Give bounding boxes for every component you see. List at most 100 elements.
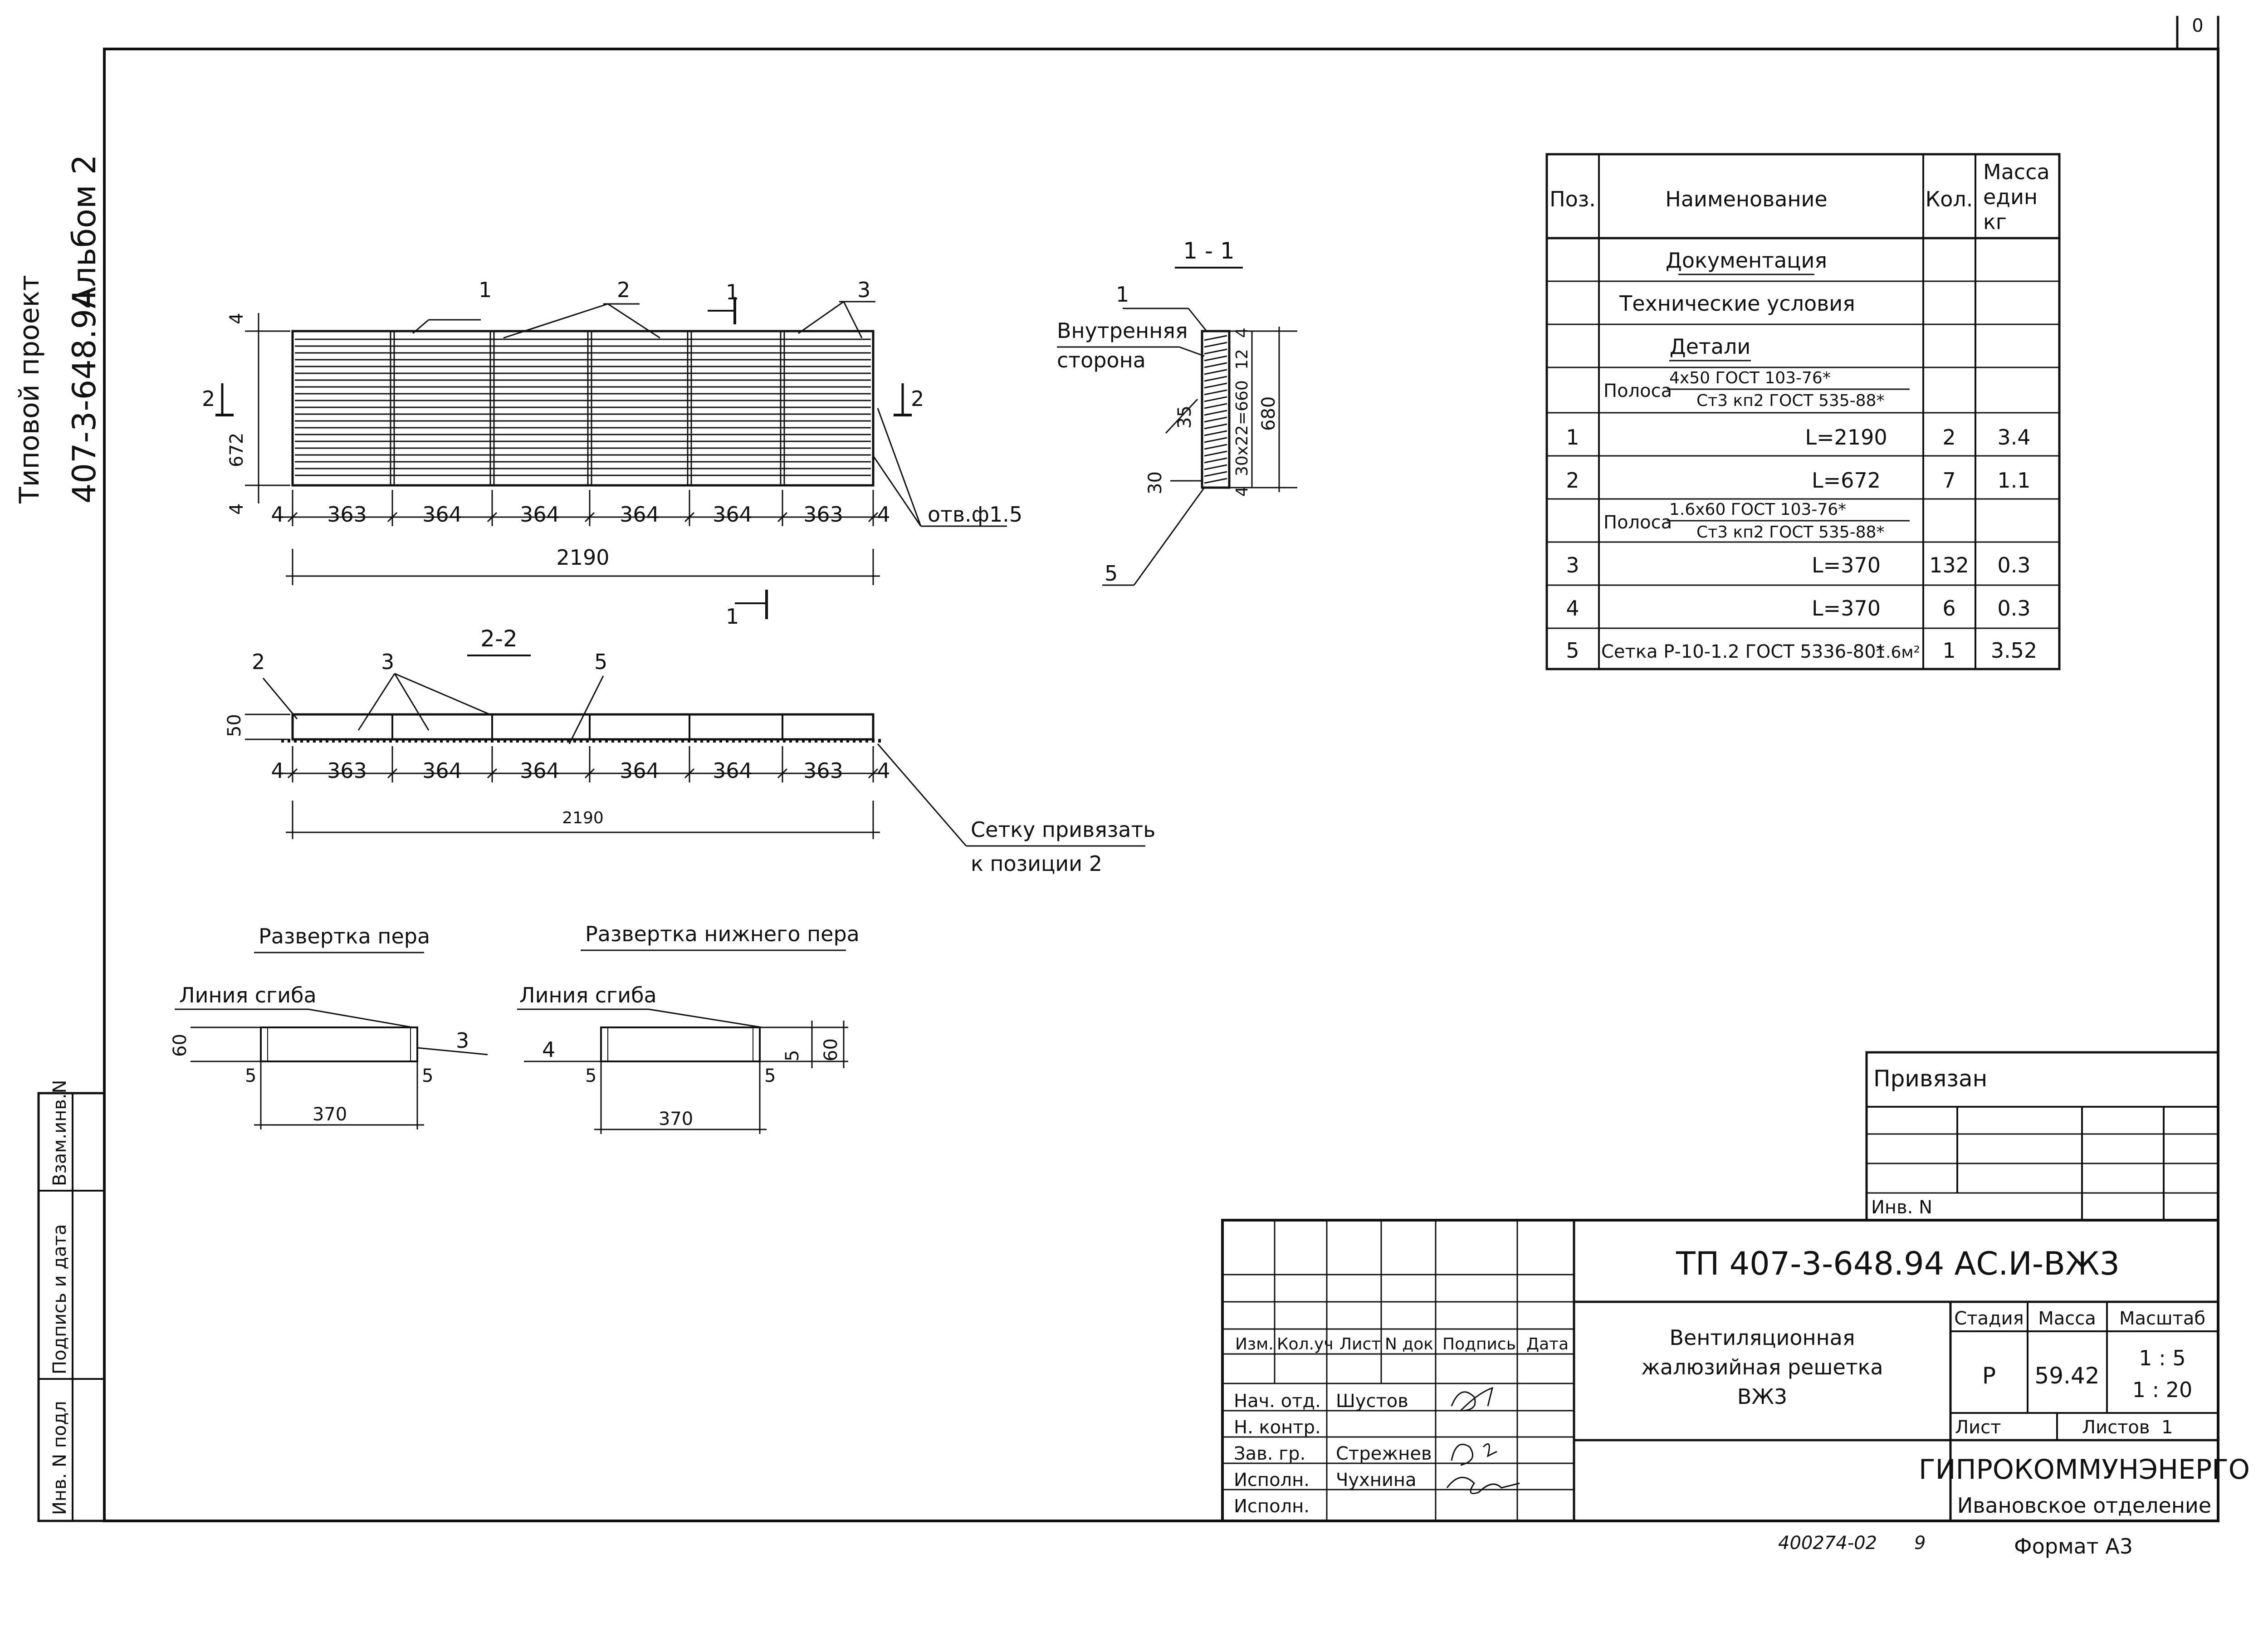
tb-mass: 59.42 xyxy=(2034,1363,2099,1389)
plan-dim-edge-bottom: 4 xyxy=(226,503,247,515)
footer-sheet: 9 xyxy=(1914,1533,1926,1554)
margin-album: Альбом 2 xyxy=(66,155,103,308)
signature-chukhnina xyxy=(1446,1476,1520,1494)
section-2-2-note-1: Сетку привязать xyxy=(971,817,1155,842)
plan-dim-bay: 364 xyxy=(520,502,560,527)
section-1-1-callout-5: 5 xyxy=(1105,561,1118,586)
section-1-1-body xyxy=(1201,330,1231,489)
signature-shustov xyxy=(1451,1387,1494,1412)
plan-section-1-top: 1 xyxy=(726,280,739,304)
unfold-lower-blade-bend-line: Линия сгиба xyxy=(519,983,657,1007)
spec-row-5-qty: 1 xyxy=(1942,638,1955,663)
section-2-2-bay: 364 xyxy=(713,758,753,783)
plan-dim-total: 2190 xyxy=(556,545,609,570)
spec-row-4-pos: 4 xyxy=(1566,596,1579,621)
unfold-blade-side-left: 5 xyxy=(245,1065,256,1086)
section-1-1-dim-4-top: 4 xyxy=(1233,327,1251,338)
section-1-1-dim-4-bottom: 4 xyxy=(1233,486,1251,497)
section-1-1-blade xyxy=(1204,355,1227,362)
tb-col-n-dok: N док xyxy=(1385,1335,1433,1354)
tb-scale-2: 1 : 20 xyxy=(2132,1378,2193,1402)
plan-dim-bay: 363 xyxy=(803,502,843,527)
tb-title-1: Вентиляционная xyxy=(1669,1325,1855,1350)
spec-header-mass-3: кг xyxy=(1983,210,2007,234)
section-1-1-blade xyxy=(1204,403,1227,409)
tb-role-2: Н. контр. xyxy=(1234,1417,1321,1438)
spec-header-qty: Кол. xyxy=(1926,187,1973,211)
top-corner-mark: 0 xyxy=(2192,15,2203,36)
margin-project-label: Типовой проект 407-3-648.94 Альбом 2 xyxy=(14,155,103,504)
spec-material-2-prefix: Полоса xyxy=(1603,512,1672,533)
tb-stage-label: Стадия xyxy=(1954,1308,2024,1329)
section-2-2-posts xyxy=(391,714,783,739)
spec-row-3-name: L=370 xyxy=(1812,553,1881,577)
section-2-2-note-2: к позиции 2 xyxy=(971,851,1102,876)
unfold-blade-title: Развертка пера xyxy=(259,924,430,948)
binding-title: Привязан xyxy=(1873,1065,1987,1092)
section-2-2-callout-2: 2 xyxy=(252,650,265,674)
unfold-blade-bend-line: Линия сгиба xyxy=(179,983,317,1007)
plan-dim-ticks xyxy=(287,490,879,526)
section-2-2-bay: 363 xyxy=(327,758,367,783)
section-1-1-blade xyxy=(1204,450,1227,457)
spec-row-5-mass: 3.52 xyxy=(1991,638,2037,663)
spec-row-4-mass: 0.3 xyxy=(1997,596,2030,621)
spec-row-2-mass: 1.1 xyxy=(1997,468,2030,493)
plan-dim-edge-right: 4 xyxy=(877,502,890,527)
section-1-1-callout-1: 1 xyxy=(1116,282,1129,307)
binding-block: Привязан Инв. N xyxy=(1865,1051,2219,1222)
tb-col-kol-uch: Кол.уч xyxy=(1277,1335,1334,1354)
section-1-1-blade xyxy=(1204,362,1227,368)
section-1-1-blade xyxy=(1204,430,1227,436)
section-2-2-depth: 50 xyxy=(224,714,245,737)
section-2-2-dim-tick-slash xyxy=(584,768,595,779)
section-1-1-dim-total: 680 xyxy=(1258,396,1279,431)
spec-row-3-mass: 0.3 xyxy=(1997,553,2030,577)
section-1-1-blade xyxy=(1204,416,1227,423)
section-1-1-blade xyxy=(1204,471,1227,477)
tb-col-izm: Изм. xyxy=(1235,1335,1274,1354)
title-block-grid xyxy=(1222,1220,1574,1521)
spec-header-name: Наименование xyxy=(1665,187,1827,211)
section-2-2-dim-tick-slash xyxy=(777,768,788,779)
plan-dim-bay: 363 xyxy=(327,502,367,527)
section-1-1-blade xyxy=(1204,478,1227,484)
spec-row-2-pos: 2 xyxy=(1566,468,1579,493)
plan-dim-height: 672 xyxy=(226,433,247,467)
tb-col-list: Лист xyxy=(1339,1335,1381,1354)
tb-dept: Ивановское отделение xyxy=(1957,1493,2211,1518)
margin-project-type: Типовой проект xyxy=(14,275,45,504)
spec-row-1-pos: 1 xyxy=(1566,425,1579,450)
spec-material-1-prefix: Полоса xyxy=(1603,381,1672,401)
sheet-frame: 0 xyxy=(103,15,2219,1522)
plan-callout-1: 1 xyxy=(479,278,492,302)
tb-mass-label: Масса xyxy=(2038,1308,2096,1329)
tb-role-3: Зав. гр. xyxy=(1234,1443,1305,1464)
tb-sheets: 1 xyxy=(2161,1417,2173,1438)
stamp-label-replaced-inv: Взам.инв.N xyxy=(49,1080,70,1186)
spec-section-documentation: Документация xyxy=(1666,248,1827,273)
unfold-lower-blade-callout: 4 xyxy=(542,1037,555,1062)
title-block-code: ТП 407-3-648.94 АС.И-ВЖ3 xyxy=(1676,1245,2120,1282)
tb-title-3: ВЖ3 xyxy=(1737,1384,1787,1409)
spec-row-3-pos: 3 xyxy=(1566,553,1579,577)
spec-row-3-qty: 132 xyxy=(1929,553,1969,577)
unfold-lower-blade-side-v: 5 xyxy=(782,1050,803,1061)
section-2-2-dim-tick-slash xyxy=(868,768,879,779)
section-1-1-blade xyxy=(1204,369,1227,375)
signature-strezhnev xyxy=(1451,1443,1497,1466)
section-1-1-blade xyxy=(1204,423,1227,430)
section-2-2-title: 2-2 xyxy=(480,626,518,652)
section-2-2-bay: 364 xyxy=(422,758,462,783)
section-1-1-dim-12: 12 xyxy=(1233,349,1251,370)
section-2-2-edge-left: 4 xyxy=(271,758,284,783)
spec-header-pos: Поз. xyxy=(1549,187,1596,211)
section-1-1-dim-spacing: 30x22=660 xyxy=(1233,380,1251,476)
tb-sheets-label: Листов xyxy=(2082,1417,2150,1438)
section-2-2-dim-tick-slash xyxy=(684,768,695,779)
spec-material-2-bottom: Ст3 кп2 ГОСТ 535-88* xyxy=(1696,523,1884,542)
section-1-1-blade xyxy=(1204,342,1227,348)
section-1-1-blade xyxy=(1204,335,1227,341)
section-1-1-blade xyxy=(1204,389,1227,396)
